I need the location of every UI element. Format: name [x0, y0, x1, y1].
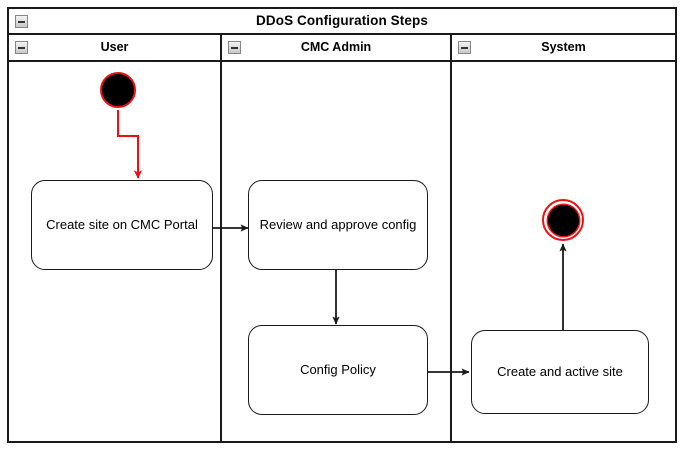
- swimlane-divider-2: [450, 35, 452, 443]
- diagram-title: DDoS Configuration Steps: [256, 13, 428, 28]
- swimlane-label-user: User: [100, 40, 129, 54]
- swimlane-header-cmc-admin[interactable]: CMC Admin: [222, 35, 450, 60]
- diagram-title-bar[interactable]: DDoS Configuration Steps: [9, 9, 675, 35]
- collapse-minus-icon-diagram[interactable]: [15, 15, 28, 28]
- swimlane-divider-1: [220, 35, 222, 443]
- swimlane-header-user[interactable]: User: [9, 35, 220, 60]
- swimlane-label-cmc-admin: CMC Admin: [300, 40, 372, 54]
- swimlane-header-bar: User CMC Admin System: [9, 35, 675, 62]
- final-node[interactable]: [542, 199, 584, 241]
- swimlane-label-system: System: [541, 40, 586, 54]
- collapse-minus-icon-system[interactable]: [458, 41, 471, 54]
- activity-create-active-site[interactable]: Create and active site: [471, 330, 649, 414]
- activity-create-site[interactable]: Create site on CMC Portal: [31, 180, 213, 270]
- collapse-minus-icon-cmc-admin[interactable]: [228, 41, 241, 54]
- initial-node[interactable]: [100, 72, 136, 108]
- collapse-minus-icon-user[interactable]: [15, 41, 28, 54]
- swimlane-header-system[interactable]: System: [452, 35, 675, 60]
- activity-config-policy[interactable]: Config Policy: [248, 325, 428, 415]
- activity-review-approve[interactable]: Review and approve config: [248, 180, 428, 270]
